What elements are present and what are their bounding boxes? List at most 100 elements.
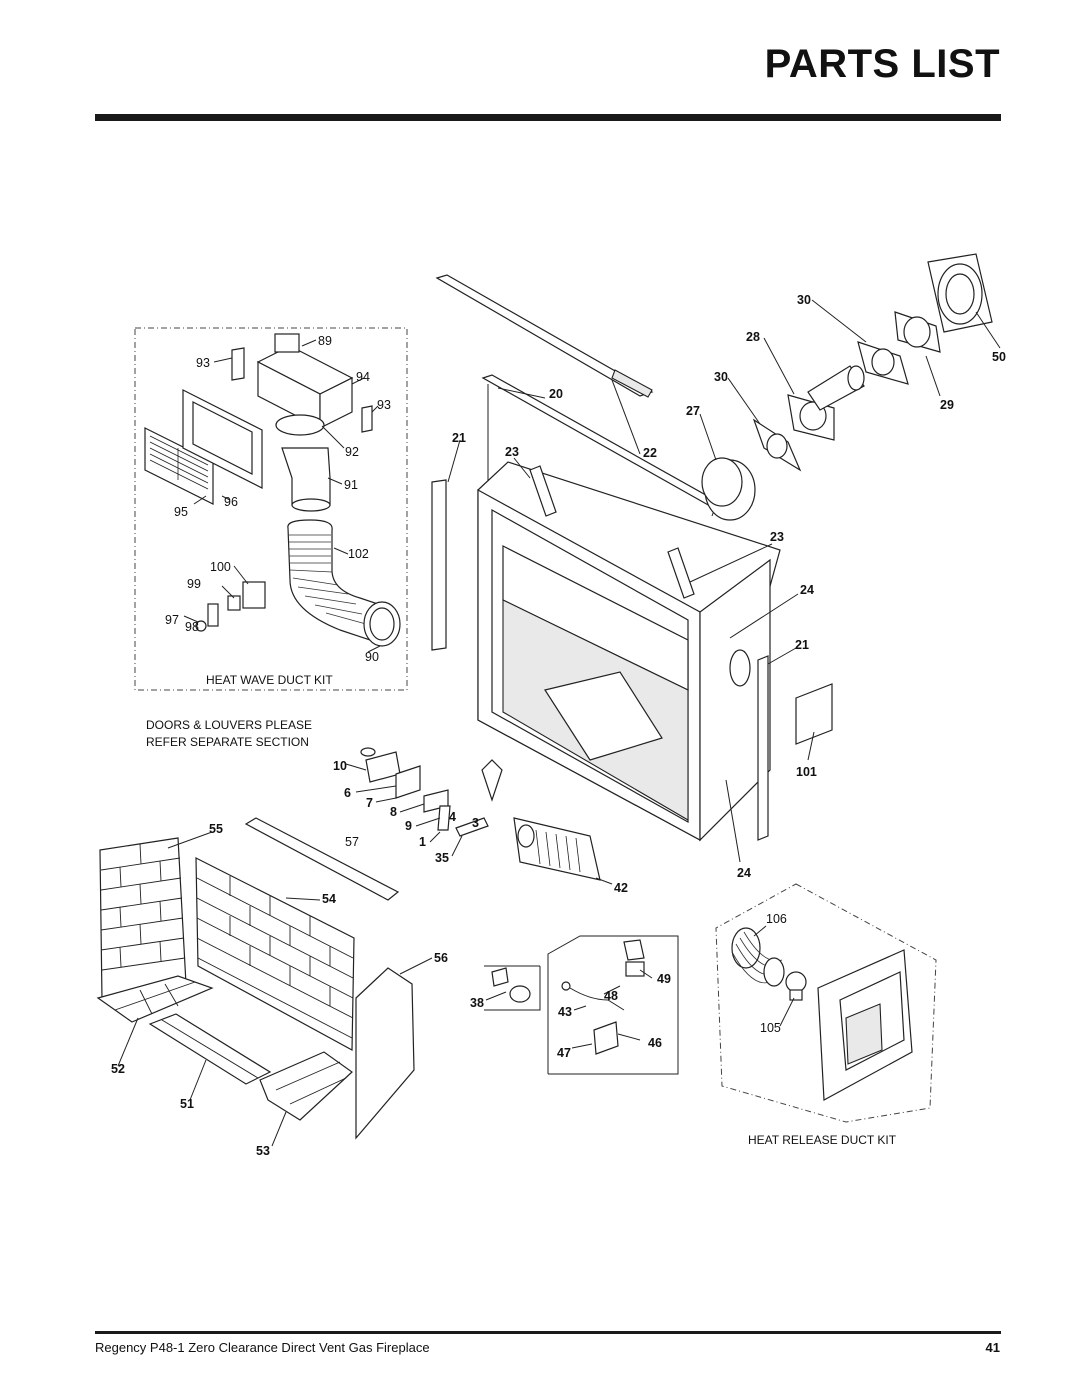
- label-46: 46: [648, 1036, 662, 1050]
- label-51: 51: [180, 1097, 194, 1111]
- knob-part: [360, 747, 376, 757]
- spring-part-4: [481, 759, 503, 802]
- label-94: 94: [356, 370, 370, 384]
- label-28: 28: [746, 330, 760, 344]
- bracket-part-23-top: [529, 465, 557, 517]
- label-99: 99: [187, 577, 201, 591]
- label-42: 42: [614, 881, 628, 895]
- label-52: 52: [111, 1062, 125, 1076]
- terminal-block-part-6: [395, 765, 421, 799]
- firebox-vent-hole: [729, 649, 751, 687]
- page-number: 41: [985, 1340, 1000, 1355]
- heat-wave-kit-border: [134, 327, 408, 691]
- label-55: 55: [209, 822, 223, 836]
- part-46-valve: [593, 1021, 619, 1055]
- label-47: 47: [557, 1046, 571, 1060]
- duct-box-part-94: [256, 333, 354, 429]
- label-3: 3: [472, 816, 479, 830]
- firebox-burner-tray: [544, 671, 663, 761]
- top-rail-end: [611, 369, 653, 398]
- vent-collar-part-27: [701, 457, 756, 521]
- part-43-wire: [569, 987, 625, 1011]
- baffle-part-57: [244, 817, 400, 901]
- label-50: 50: [992, 350, 1006, 364]
- label-6: 6: [344, 786, 351, 800]
- label-97: 97: [165, 613, 179, 627]
- clip-part-1: [437, 805, 451, 831]
- flex-duct-part-102: [287, 519, 401, 647]
- heat-wave-leader-lines: [183, 339, 381, 653]
- label-96: 96: [224, 495, 238, 509]
- bracket-part-23-right: [667, 547, 695, 599]
- refractory-panels-group: [96, 817, 433, 1147]
- label-20: 20: [549, 387, 563, 401]
- heat-wave-duct-kit-label: HEAT WAVE DUCT KIT: [206, 673, 333, 687]
- flex-duct-part-106: [731, 927, 785, 987]
- label-24a: 24: [800, 583, 814, 597]
- part-49-bracket: [623, 939, 645, 961]
- side-strip-part-21-right: [757, 655, 769, 841]
- bracket-part-93-left: [231, 347, 245, 381]
- label-102: 102: [348, 547, 369, 561]
- label-93b: 93: [377, 398, 391, 412]
- label-105: 105: [760, 1021, 781, 1035]
- part-48-module: [625, 961, 645, 977]
- heat-release-leader-lines: [753, 925, 795, 1027]
- label-91: 91: [344, 478, 358, 492]
- label-9: 9: [405, 819, 412, 833]
- label-21b: 21: [795, 638, 809, 652]
- label-22: 22: [643, 446, 657, 460]
- label-23b: 23: [770, 530, 784, 544]
- label-35: 35: [435, 851, 449, 865]
- label-24b: 24: [737, 866, 751, 880]
- top-rail-part-22: [435, 274, 654, 397]
- adaptor-part-91: [281, 447, 331, 512]
- label-106: 106: [766, 912, 787, 926]
- label-54: 54: [322, 892, 336, 906]
- firebox-right-side: [699, 558, 771, 842]
- vent-leader-lines: [699, 299, 1001, 461]
- label-38: 38: [470, 996, 484, 1010]
- valve-leader-lines: [485, 969, 653, 1049]
- label-92: 92: [345, 445, 359, 459]
- flange-part-29: [894, 311, 941, 353]
- bracket-part-35: [455, 817, 489, 837]
- refractory-leader-lines: [117, 831, 433, 1147]
- plate-part-101: [795, 683, 833, 745]
- bracket-part-93-right: [361, 405, 373, 433]
- vent-terminal-part-50: [927, 253, 993, 333]
- control-leader-lines: [345, 763, 613, 885]
- heat-wave-duct-kit-group: [134, 327, 408, 691]
- label-57: 57: [345, 835, 359, 849]
- label-53: 53: [256, 1144, 270, 1158]
- label-43: 43: [558, 1005, 572, 1019]
- heat-release-hood: [817, 949, 913, 1101]
- right-refractory-part-56: [355, 967, 415, 1140]
- label-4: 4: [449, 810, 456, 824]
- part-38-clip: [491, 967, 509, 987]
- heat-release-duct-kit-label: HEAT RELEASE DUCT KIT: [748, 1133, 897, 1147]
- label-98: 98: [185, 620, 199, 634]
- heat-release-duct-kit-group: [715, 883, 937, 1123]
- switch-parts-97-100: [195, 581, 266, 632]
- vent-assembly: [699, 253, 1001, 521]
- back-refractory-part-54: [195, 857, 355, 1052]
- label-1: 1: [419, 835, 426, 849]
- fan-part-105: [785, 971, 807, 1001]
- floor-refractory-part-51: [148, 1013, 272, 1085]
- label-100: 100: [210, 560, 231, 574]
- label-89: 89: [318, 334, 332, 348]
- label-10: 10: [333, 759, 347, 773]
- gasket-hole-lower: [766, 433, 788, 459]
- firebox-leader-lines: [447, 379, 799, 863]
- title-rule: [95, 114, 1001, 121]
- vent-pipe-part-28: [787, 365, 865, 441]
- left-refractory-part-55: [99, 837, 187, 1001]
- control-parts-group: [345, 747, 613, 885]
- heat-release-kit-border: [715, 883, 937, 1123]
- collar-part-92: [275, 414, 325, 436]
- label-56: 56: [434, 951, 448, 965]
- page-title: PARTS LIST: [764, 42, 1000, 86]
- valve-parts-group: [484, 935, 679, 1075]
